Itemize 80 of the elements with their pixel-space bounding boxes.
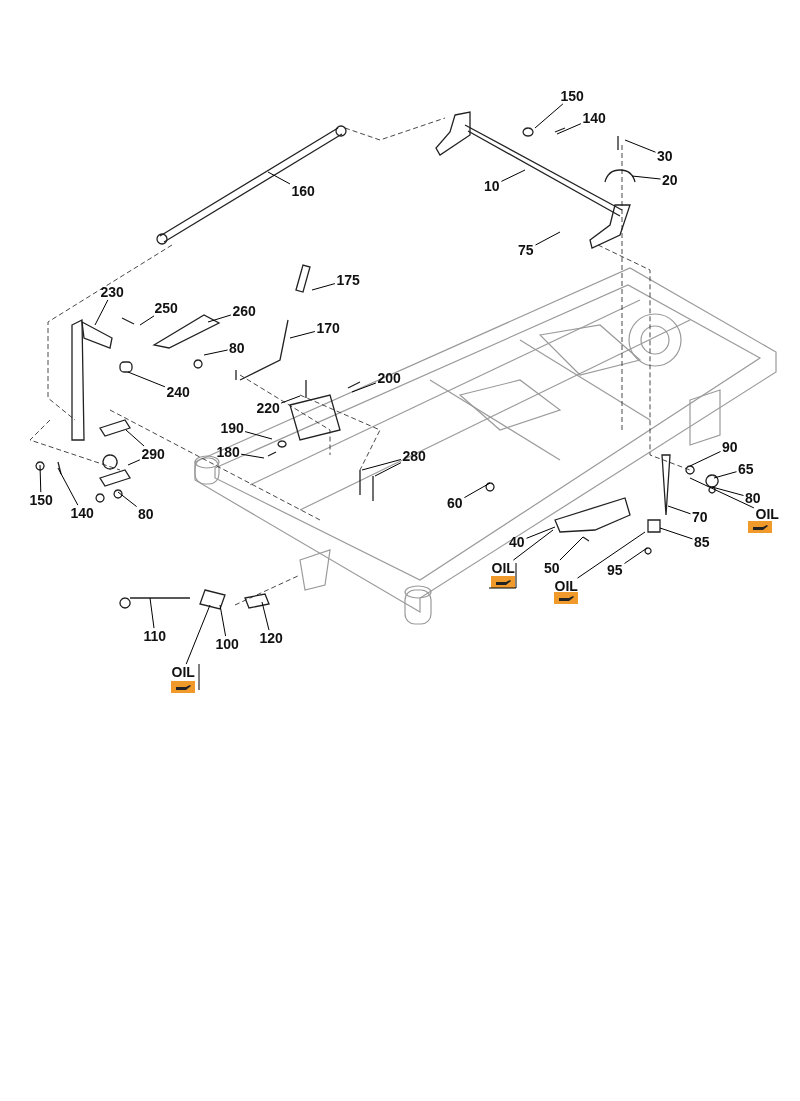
- callout-number: 290: [140, 446, 166, 462]
- leader-line: [311, 283, 336, 291]
- callout-number: 140: [69, 505, 95, 521]
- leader-line: [125, 429, 145, 447]
- callout-number: 20: [661, 172, 679, 188]
- callout-number: 40: [508, 534, 526, 550]
- leader-line: [261, 601, 270, 631]
- leader-line: [577, 531, 646, 579]
- callout-number: 140: [581, 110, 607, 126]
- leader-line: [361, 459, 402, 471]
- leader-line: [624, 139, 656, 153]
- lubrication-label: OIL: [553, 578, 579, 594]
- lubrication-label: OIL: [490, 560, 516, 576]
- leader-line: [57, 467, 79, 506]
- leader-line: [219, 604, 227, 637]
- leader-line: [94, 299, 109, 326]
- callout-number: 175: [335, 272, 361, 288]
- callout-number: 220: [255, 400, 281, 416]
- callout-number: 60: [446, 495, 464, 511]
- leader-line: [39, 464, 42, 493]
- leader-line: [240, 453, 265, 459]
- callout-number: 30: [656, 148, 674, 164]
- leader-line: [127, 459, 141, 466]
- leader-line: [535, 231, 561, 246]
- callout-number: 90: [721, 439, 739, 455]
- callout-number: 190: [219, 420, 245, 436]
- leader-line: [534, 103, 564, 129]
- leader-line: [267, 171, 291, 185]
- callout-number: 160: [290, 183, 316, 199]
- leader-line: [463, 482, 491, 499]
- leader-line: [667, 505, 691, 515]
- callout-number: 260: [231, 303, 257, 319]
- callout-number: 250: [153, 300, 179, 316]
- leader-line: [207, 314, 232, 323]
- callout-number: 200: [376, 370, 402, 386]
- leader-line: [280, 395, 301, 404]
- callout-number: 150: [28, 492, 54, 508]
- callout-number: 180: [215, 444, 241, 460]
- leader-line: [659, 527, 693, 540]
- leader-line: [374, 462, 402, 477]
- leader-line: [500, 169, 526, 182]
- callout-number: 230: [99, 284, 125, 300]
- callout-number: 280: [401, 448, 427, 464]
- leader-line: [289, 331, 316, 339]
- callout-number: 70: [691, 509, 709, 525]
- callout-number: 80: [228, 340, 246, 356]
- leader-line: [711, 486, 744, 496]
- leader-line: [559, 536, 584, 561]
- leader-line: [139, 315, 155, 326]
- callout-number: 240: [165, 384, 191, 400]
- leader-line: [203, 349, 229, 356]
- callout-number: 80: [744, 490, 762, 506]
- callout-number: 110: [142, 628, 168, 644]
- callout-number: 65: [737, 461, 755, 477]
- callout-number: 170: [315, 320, 341, 336]
- lubrication-label: OIL: [170, 664, 196, 680]
- callout-number: 150: [559, 88, 585, 104]
- callout-number: 120: [258, 630, 284, 646]
- callout-number: 100: [214, 636, 240, 652]
- leader-line: [185, 604, 211, 665]
- lubrication-label: OIL: [754, 506, 780, 522]
- leader-line: [117, 491, 138, 508]
- callout-number: 85: [693, 534, 711, 550]
- callout-number: 75: [517, 242, 535, 258]
- leader-line: [351, 382, 377, 393]
- callout-number: 50: [543, 560, 561, 576]
- leader-line: [149, 597, 155, 629]
- leader-line: [689, 477, 755, 509]
- callout-number: 80: [137, 506, 155, 522]
- callout-number: 10: [483, 178, 501, 194]
- leader-line: [631, 175, 661, 180]
- leader-line: [512, 529, 554, 561]
- leader-line: [624, 547, 648, 564]
- leader-line: [127, 371, 166, 388]
- callout-number: 95: [606, 562, 624, 578]
- leader-line: [689, 451, 721, 467]
- leader-line: [556, 123, 582, 135]
- leader-line: [526, 526, 556, 539]
- leader-line: [713, 471, 737, 479]
- leader-line: [244, 431, 273, 440]
